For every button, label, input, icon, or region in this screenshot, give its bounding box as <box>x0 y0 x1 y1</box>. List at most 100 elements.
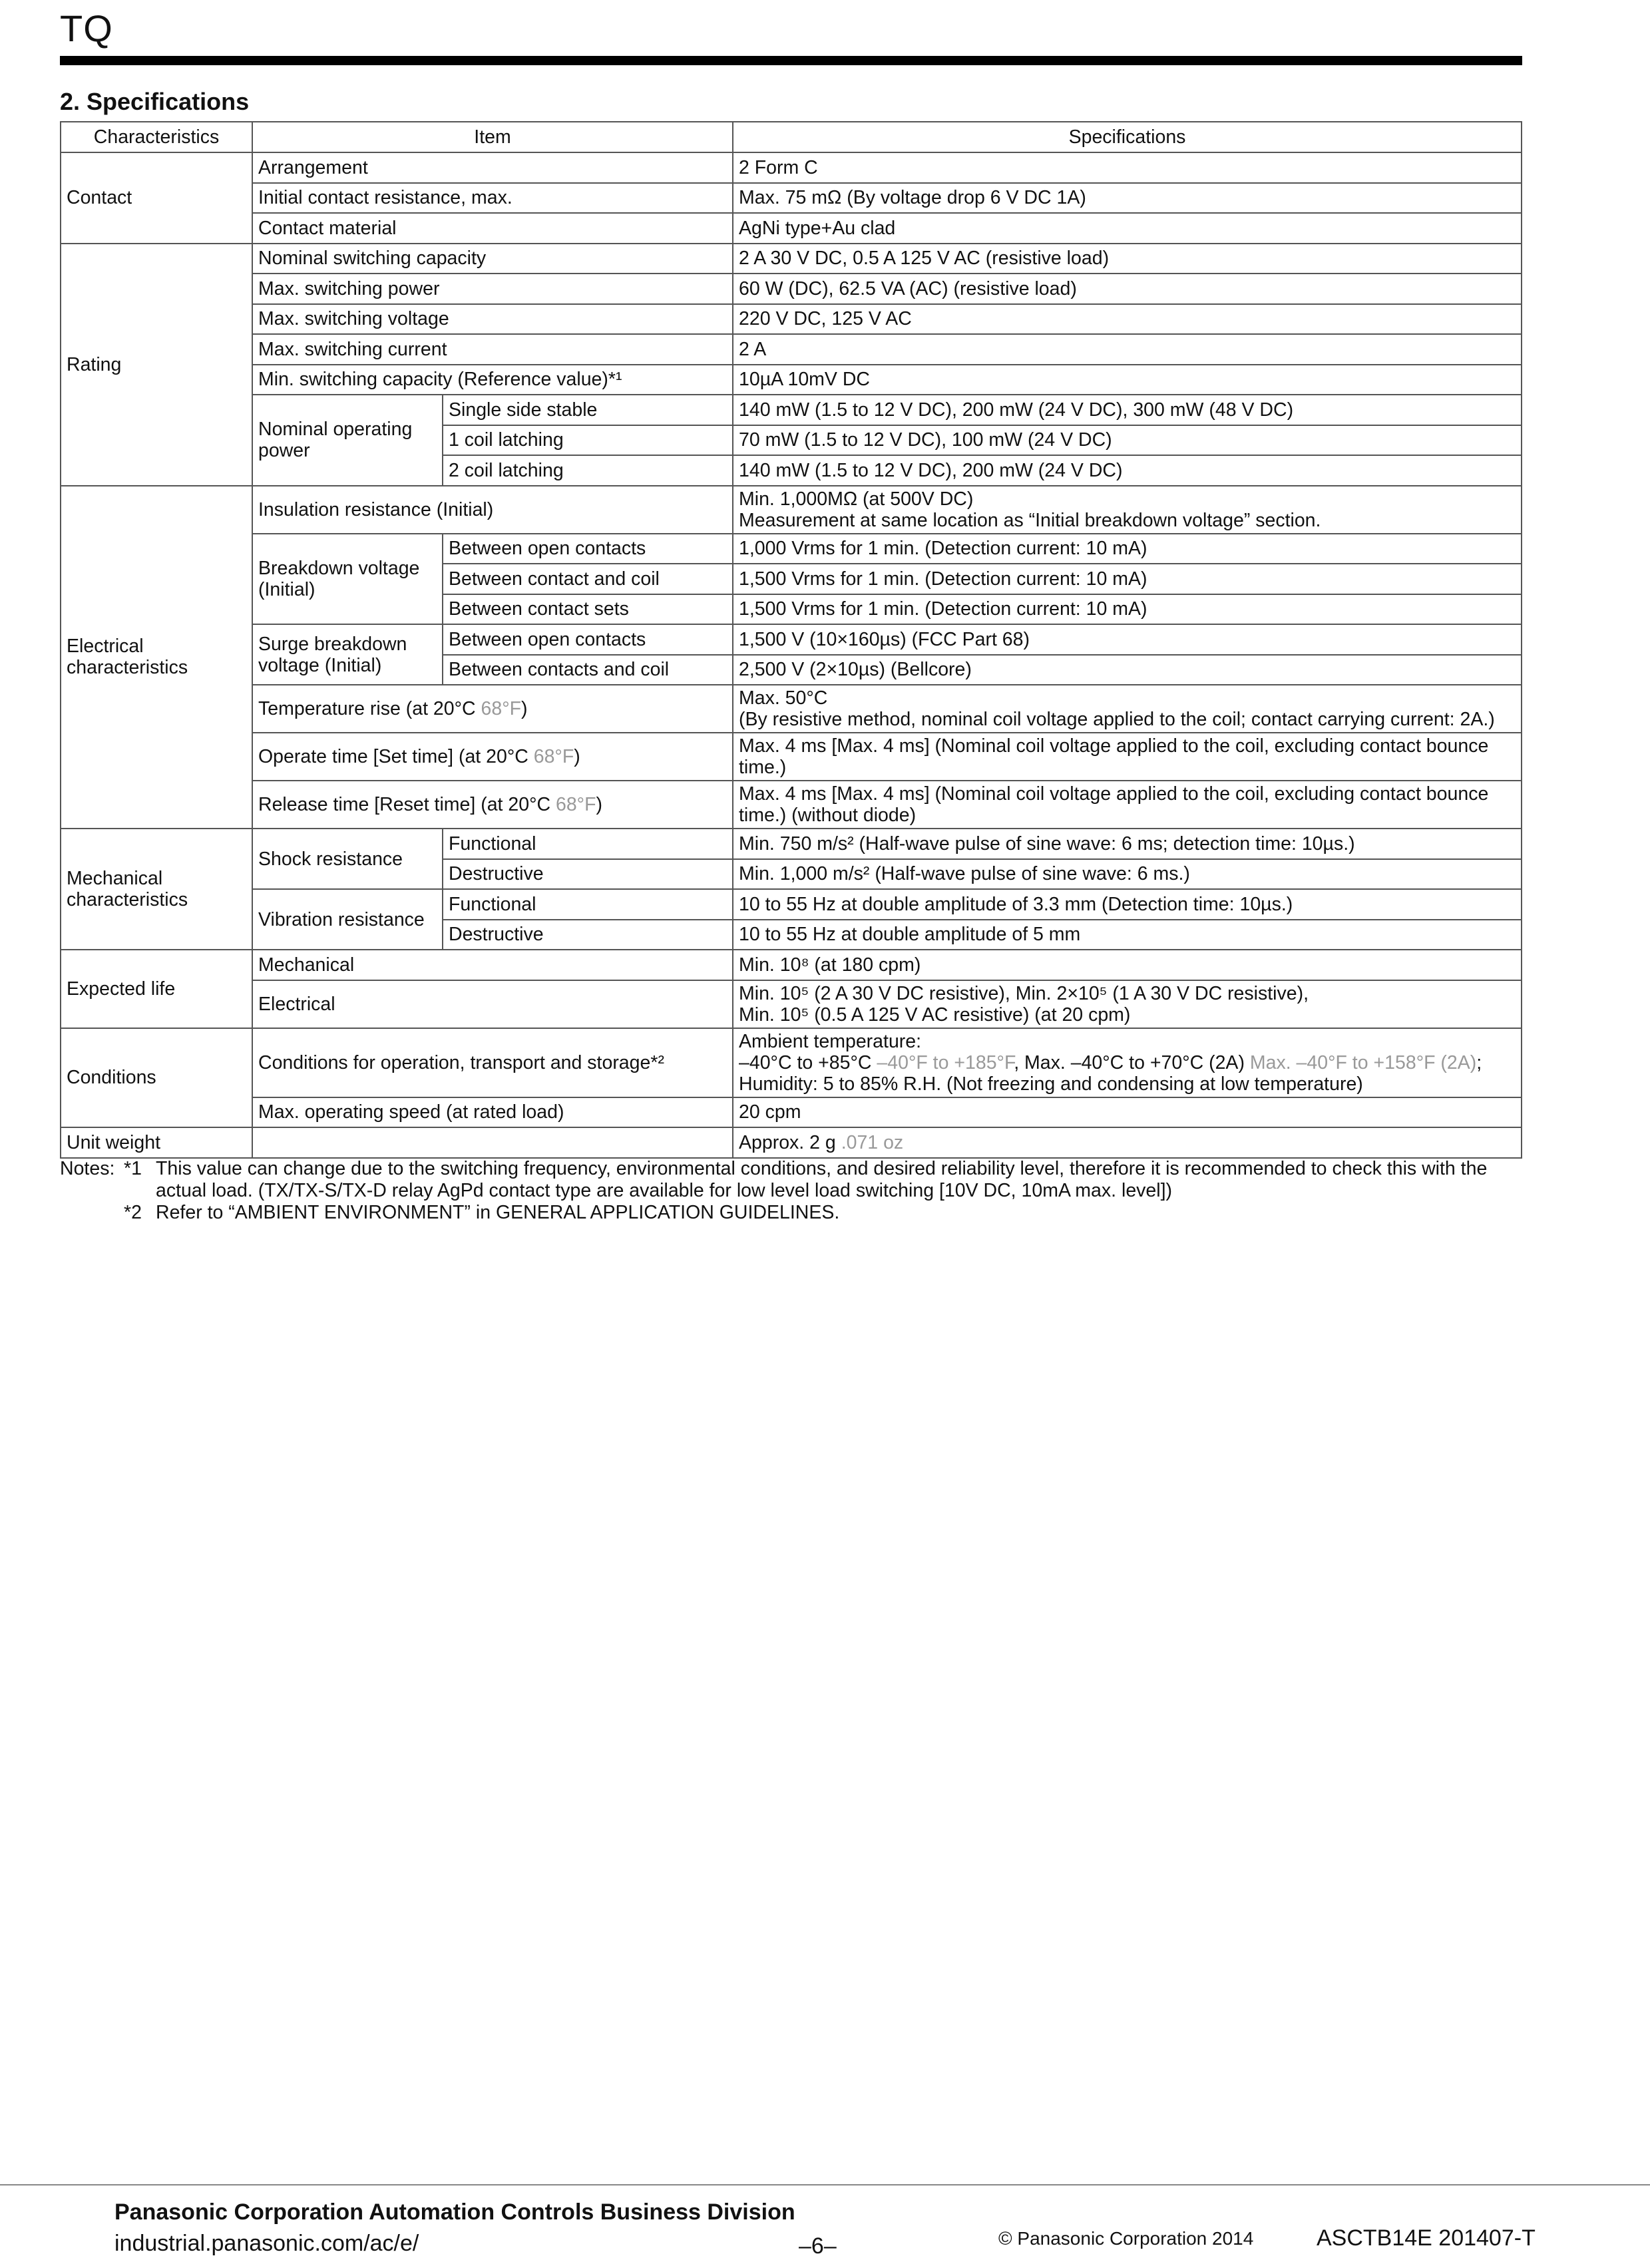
item-text: Temperature rise (at 20°C <box>258 698 481 719</box>
subitem-cell: 1 coil latching <box>442 424 733 456</box>
note-mark: *1 <box>124 1158 142 1179</box>
subitem-cell: Destructive <box>442 918 733 950</box>
spec-cell: 140 mW (1.5 to 12 V DC), 200 mW (24 V DC… <box>732 455 1522 486</box>
spec-cell: Max. 50°C(By resistive method, nominal c… <box>732 684 1522 733</box>
spec-cell: Max. 4 ms [Max. 4 ms] (Nominal coil volt… <box>732 732 1522 781</box>
table-row: Between contact and coil 1,500 Vrms for … <box>61 563 1522 595</box>
spec-cell: 2 Form C <box>732 152 1522 184</box>
table-row: Contact material AgNi type+Au clad <box>61 212 1522 244</box>
spec-cell: 60 W (DC), 62.5 VA (AC) (resistive load) <box>732 273 1522 305</box>
document-title: TQ <box>60 7 113 49</box>
fahrenheit-value: –40°F to +185°F <box>877 1051 1014 1073</box>
table-row: Contact Arrangement 2 Form C <box>60 152 1522 244</box>
spec-line: Min. 1,000MΩ (at 500V DC) <box>739 488 974 510</box>
spec-cell: Min. 750 m/s² (Half-wave pulse of sine w… <box>732 828 1522 860</box>
item-cell: Conditions for operation, transport and … <box>252 1027 733 1098</box>
char-expected-life: Expected life <box>60 949 253 1029</box>
footer-company: Panasonic Corporation Automation Control… <box>114 2199 795 2225</box>
item-cell: Nominal switching capacity <box>252 242 733 274</box>
spec-text: –40°C to +85°C <box>739 1051 877 1073</box>
header-rule <box>60 56 1522 65</box>
notes: Notes: *1 This value can change due to t… <box>60 1158 1522 1224</box>
spec-cell: 1,500 V (10×160µs) (FCC Part 68) <box>732 624 1522 656</box>
fahrenheit-value: 68°F <box>555 794 596 815</box>
subitem-cell: Functional <box>442 828 733 860</box>
table-row: Vibration resistance Functional 10 to 55… <box>61 888 1522 950</box>
spec-cell: Max. 4 ms [Max. 4 ms] (Nominal coil volt… <box>732 780 1522 829</box>
spec-line: –40°C to +85°C –40°F to +185°F, Max. –40… <box>739 1052 1516 1073</box>
char-unit-weight: Unit weight <box>60 1127 253 1159</box>
subitem-cell: Destructive <box>442 858 733 890</box>
item-cell: Insulation resistance (Initial) <box>252 484 733 534</box>
item-cell: Temperature rise (at 20°C 68°F) <box>252 684 733 733</box>
spec-line: Ambient temperature: <box>739 1030 922 1052</box>
footer-copyright: © Panasonic Corporation 2014 <box>998 2228 1254 2249</box>
table-row: Temperature rise (at 20°C 68°F) Max. 50°… <box>61 684 1522 733</box>
table-row: 1 coil latching 70 mW (1.5 to 12 V DC), … <box>61 424 1522 456</box>
char-conditions: Conditions <box>60 1027 253 1128</box>
table-row: Electrical Min. 10⁵ (2 A 30 V DC resisti… <box>61 979 1522 1029</box>
table-row: Unit weight Approx. 2 g .071 oz <box>60 1127 1522 1159</box>
spec-cell: 140 mW (1.5 to 12 V DC), 200 mW (24 V DC… <box>732 394 1522 426</box>
table-row: 2 coil latching 140 mW (1.5 to 12 V DC),… <box>61 455 1522 486</box>
item-text: ) <box>574 746 580 767</box>
spec-line: Measurement at same location as “Initial… <box>739 509 1321 531</box>
table-row: Release time [Reset time] (at 20°C 68°F)… <box>61 780 1522 829</box>
spec-text: ; <box>1476 1051 1482 1073</box>
table-row: Breakdown voltage (Initial) Between open… <box>61 532 1522 625</box>
spec-cell: 10 to 55 Hz at double amplitude of 3.3 m… <box>732 888 1522 920</box>
item-group-breakdown: Breakdown voltage (Initial) <box>252 532 443 625</box>
spec-cell: 10µA 10mV DC <box>732 363 1522 395</box>
header-item: Item <box>252 121 733 153</box>
table-row: Destructive Min. 1,000 m/s² (Half-wave p… <box>61 858 1522 890</box>
item-group-nominal-power: Nominal operating power <box>252 394 443 486</box>
item-cell: Min. switching capacity (Reference value… <box>252 363 733 395</box>
item-cell: Operate time [Set time] (at 20°C 68°F) <box>252 732 733 781</box>
spec-cell: Max. 75 mΩ (By voltage drop 6 V DC 1A) <box>732 182 1522 214</box>
item-cell: Max. switching current <box>252 333 733 365</box>
spec-cell: 2,500 V (2×10µs) (Bellcore) <box>732 654 1522 685</box>
item-cell: Mechanical <box>252 949 733 981</box>
item-cell <box>252 1127 733 1159</box>
spec-line: Min. 10⁵ (2 A 30 V DC resistive), Min. 2… <box>739 982 1309 1004</box>
table-row: Initial contact resistance, max. Max. 75… <box>61 182 1522 214</box>
item-cell: Electrical <box>252 979 733 1029</box>
notes-lead: Notes: <box>60 1158 115 1179</box>
table-row: Rating Nominal switching capacity 2 A 30… <box>60 242 1522 486</box>
fahrenheit-value: 68°F <box>533 746 574 767</box>
item-cell: Max. operating speed (at rated load) <box>252 1096 733 1128</box>
table-row: Between contact sets 1,500 Vrms for 1 mi… <box>61 593 1522 625</box>
table-header-row: Characteristics Item Specifications <box>60 121 1522 153</box>
item-group-vibration: Vibration resistance <box>252 888 443 950</box>
subitem-cell: Single side stable <box>442 394 733 426</box>
page-number: –6– <box>799 2233 837 2259</box>
footer-doc-code: ASCTB14E 201407-T <box>1317 2225 1536 2251</box>
item-cell: Max. switching power <box>252 273 733 305</box>
item-text: ) <box>521 698 528 719</box>
spec-cell: Min. 10⁸ (at 180 cpm) <box>732 949 1522 981</box>
spec-cell: Min. 10⁵ (2 A 30 V DC resistive), Min. 2… <box>732 979 1522 1029</box>
fahrenheit-value: Max. –40°F to +158°F (2A) <box>1249 1051 1477 1073</box>
footer-url: industrial.panasonic.com/ac/e/ <box>114 2231 419 2256</box>
spec-cell: 220 V DC, 125 V AC <box>732 303 1522 335</box>
spec-cell: Min. 1,000 m/s² (Half-wave pulse of sine… <box>732 858 1522 890</box>
table-row: Expected life Mechanical Min. 10⁸ (at 18… <box>60 949 1522 1029</box>
table-row: Min. switching capacity (Reference value… <box>61 363 1522 395</box>
item-text: Operate time [Set time] (at 20°C <box>258 746 534 767</box>
spec-text: Approx. 2 g <box>739 1131 841 1153</box>
spec-line: Min. 10⁵ (0.5 A 125 V AC resistive) (at … <box>739 1004 1131 1026</box>
char-mechanical: Mechanical characteristics <box>60 828 253 950</box>
table-row: Surge breakdown voltage (Initial) Betwee… <box>61 624 1522 685</box>
subitem-cell: Between contacts and coil <box>442 654 733 685</box>
fahrenheit-value: 68°F <box>481 698 522 719</box>
spec-cell: 10 to 55 Hz at double amplitude of 5 mm <box>732 918 1522 950</box>
note-1: Notes: *1 This value can change due to t… <box>60 1158 1522 1202</box>
spec-cell: 1,500 Vrms for 1 min. (Detection current… <box>732 593 1522 625</box>
note-text: This value can change due to the switchi… <box>156 1158 1488 1201</box>
header-characteristics: Characteristics <box>60 121 253 153</box>
item-group-shock: Shock resistance <box>252 828 443 890</box>
char-contact: Contact <box>60 152 253 244</box>
subitem-cell: Between open contacts <box>442 624 733 656</box>
spec-cell: 70 mW (1.5 to 12 V DC), 100 mW (24 V DC) <box>732 424 1522 456</box>
specifications-table: Characteristics Item Specifications Cont… <box>60 121 1522 1159</box>
